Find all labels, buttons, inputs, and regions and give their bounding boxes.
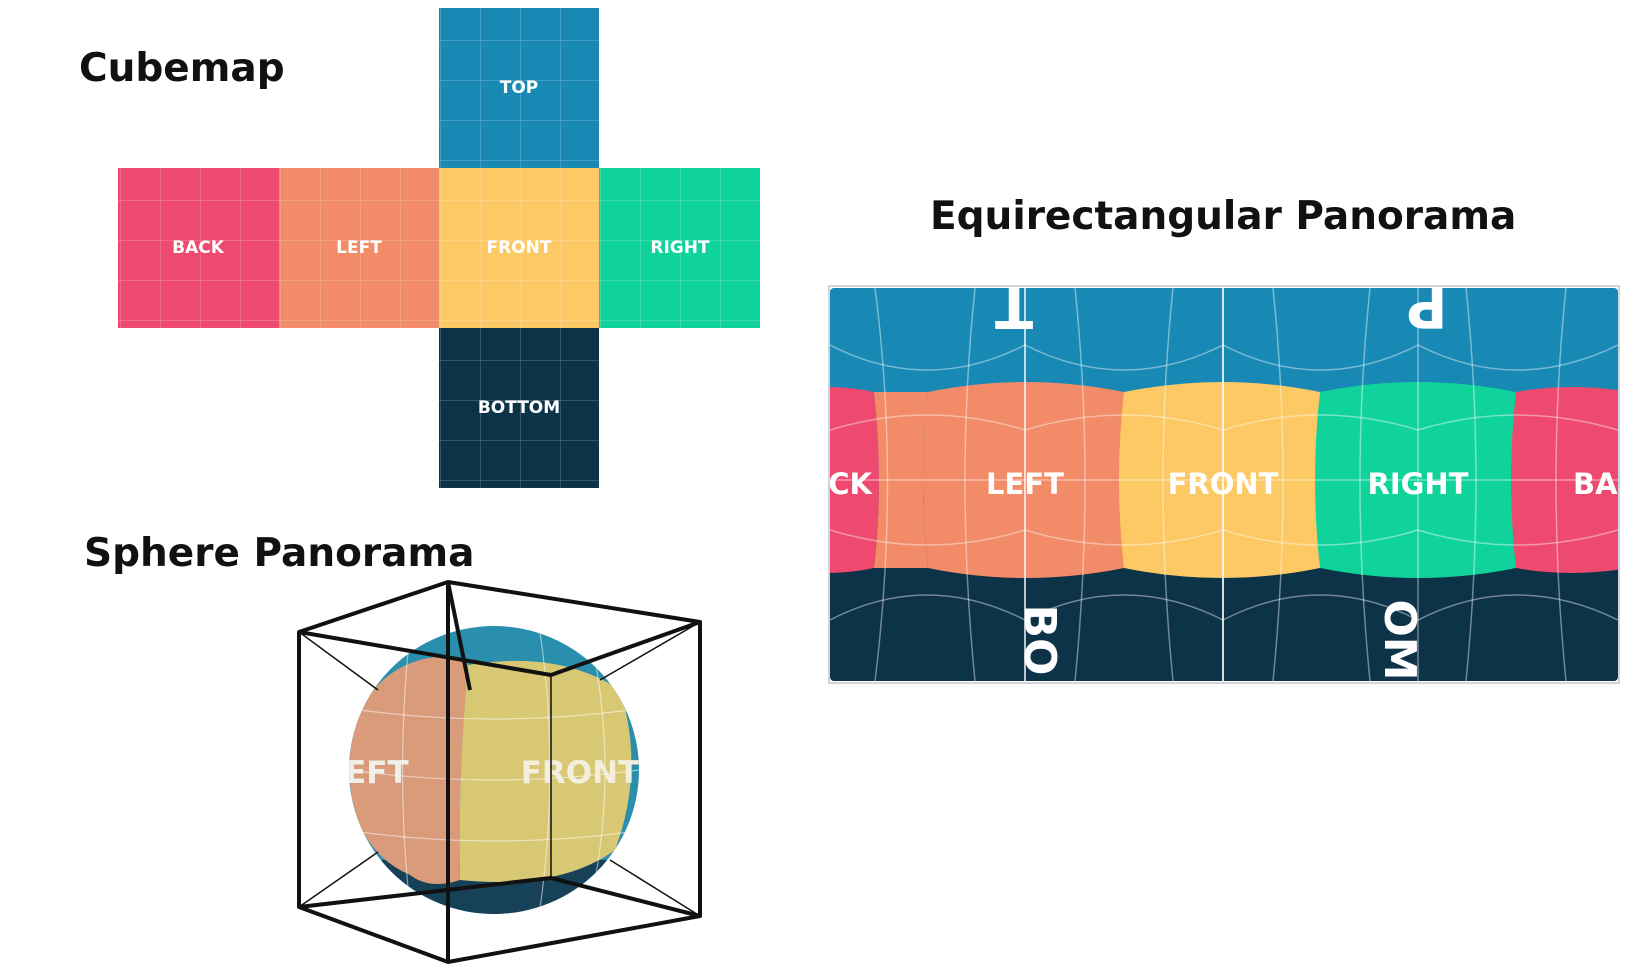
sphere-face-front: [459, 660, 632, 882]
equi-frame: [828, 285, 1620, 684]
cube-face-back-grid: [118, 168, 279, 328]
cube-face-bottom-grid: [439, 328, 599, 488]
cube-face-left-grid: [279, 168, 439, 328]
cube-face-back: BACK: [118, 168, 279, 328]
sphere-grid: [349, 631, 639, 909]
equi-top-glyph-1: T: [995, 274, 1033, 339]
equi-face-back-right: [1511, 387, 1618, 573]
equi-face-back-left: [830, 387, 879, 573]
equi-label-back-left: CK: [828, 467, 873, 501]
cube-face-top-grid: [439, 8, 599, 168]
cube-face-left: LEFT: [279, 168, 439, 328]
equi-label-back-right: BA: [1573, 467, 1618, 501]
cube-face-front-grid: [439, 168, 599, 328]
sphere-support-lines: [298, 621, 701, 917]
cube-face-bottom: BOTTOM: [439, 328, 599, 488]
equi-face-right: [1315, 382, 1521, 578]
sphere-label-left: LEFT: [325, 755, 408, 791]
equi-bottom-text-2: OM: [1374, 599, 1425, 680]
cube-label-left: LEFT: [336, 238, 382, 258]
cube-label-back: BACK: [172, 238, 225, 258]
cube-face-right-grid: [599, 168, 760, 328]
sphere-label-front: FRONT: [521, 755, 640, 791]
equi-seam-left: [874, 392, 928, 568]
cube-label-front: FRONT: [487, 238, 552, 258]
cube-label-bottom: BOTTOM: [478, 398, 560, 418]
cube-label-top: TOP: [500, 78, 539, 98]
cube-label-right: RIGHT: [650, 238, 710, 258]
sphere-panorama-title: Sphere Panorama: [84, 531, 475, 576]
cubemap-net: TOP BACK LEFT FRONT RIGHT BOTTOM: [118, 8, 760, 488]
cubemap-title: Cubemap: [79, 46, 285, 91]
cube-face-top: TOP: [439, 8, 599, 168]
sphere-body: LEFT FRONT: [325, 626, 640, 914]
equirectangular-panorama: T P BO OM CK LEFT FRONT RIGHT BA: [828, 274, 1620, 684]
equi-label-right: RIGHT: [1368, 467, 1469, 501]
equirectangular-title: Equirectangular Panorama: [930, 194, 1517, 239]
equi-bottom-text-1: BO: [1014, 605, 1065, 676]
cube-face-front: FRONT: [439, 168, 599, 328]
cube-diagonal-top: [446, 581, 472, 691]
sphere-panorama: LEFT FRONT: [297, 580, 702, 964]
sphere-face-left: [349, 656, 468, 884]
cube-face-right: RIGHT: [599, 168, 760, 328]
equi-top-glyph-2: P: [1406, 274, 1447, 339]
